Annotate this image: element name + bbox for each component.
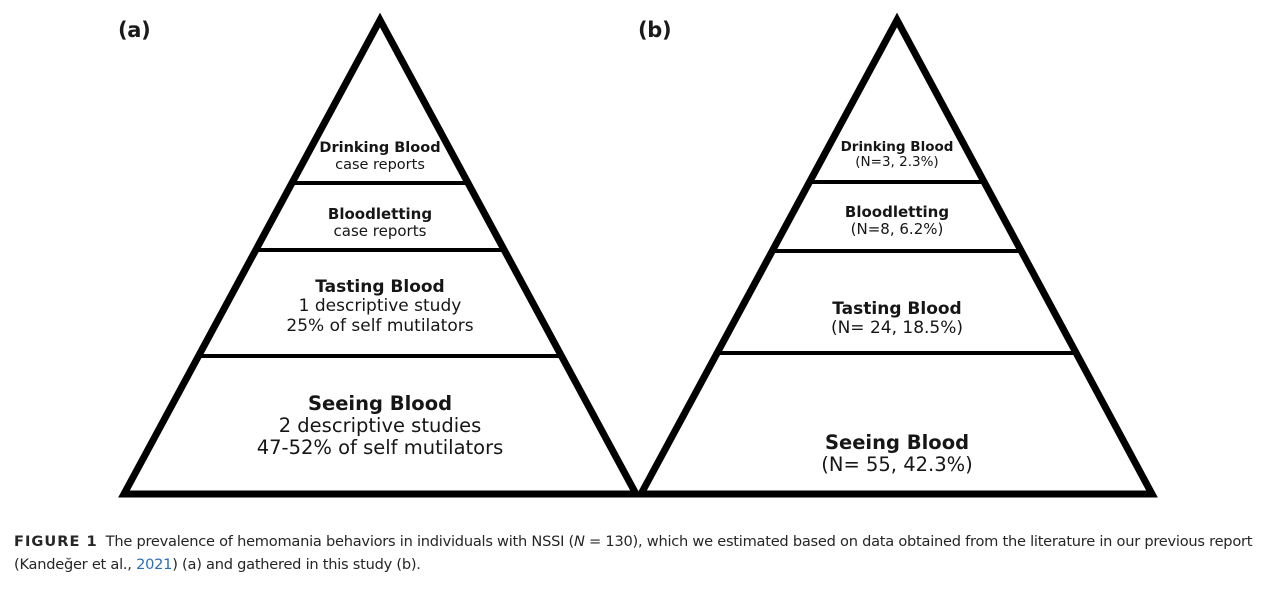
tier-subline: (N=8, 6.2%)	[850, 220, 944, 239]
tier-subline: (N= 24, 18.5%)	[830, 318, 964, 339]
tier-title: Seeing Blood	[307, 392, 453, 415]
tier-subline: (N= 55, 42.3%)	[821, 453, 973, 477]
figure-caption-text-1: The prevalence of hemomania behaviors in…	[105, 533, 575, 550]
pyramid-b-tier-drinking-blood: Drinking Blood (N=3, 2.3%)	[767, 139, 1027, 171]
figure-caption-text-2: = 130), which we estimated based on data…	[14, 533, 1253, 574]
figure-caption-label: FIGURE 1	[14, 533, 98, 550]
figure-caption-italic-n: N	[574, 533, 585, 550]
pyramid-b-tier-tasting-blood: Tasting Blood (N= 24, 18.5%)	[707, 299, 1087, 339]
tier-title: Drinking Blood	[840, 139, 954, 155]
figure-graphic: (a) (b) Drinking Blood case reports Bloo…	[118, 12, 1158, 498]
tier-subline: (N=3, 2.3%)	[855, 154, 939, 171]
tier-subline: case reports	[333, 222, 427, 241]
pyramid-a-tier-drinking-blood: Drinking Blood case reports	[250, 140, 510, 173]
tier-title: Bloodletting	[327, 205, 433, 223]
pyramids-svg	[118, 12, 1158, 498]
tier-title: Tasting Blood	[832, 299, 962, 319]
pyramid-a-outline	[118, 12, 642, 498]
panel-label-b: (b)	[638, 18, 672, 42]
pyramid-a-tier-seeing-blood: Seeing Blood 2 descriptive studies 47-52…	[150, 392, 610, 460]
figure-caption-text-3: ) (a) and gathered in this study (b).	[172, 556, 421, 574]
pyramid-b-tier-bloodletting: Bloodletting (N=8, 6.2%)	[747, 203, 1047, 239]
tier-subline: 25% of self mutilators	[286, 315, 474, 336]
tier-subline: 2 descriptive studies	[278, 414, 482, 438]
tier-title: Bloodletting	[844, 203, 950, 221]
figure-caption: FIGURE 1 The prevalence of hemomania beha…	[14, 530, 1272, 576]
tier-subline: case reports	[335, 156, 425, 173]
pyramid-a-tier-bloodletting: Bloodletting case reports	[230, 205, 530, 241]
figure-caption-citation-link[interactable]: 2021	[136, 556, 173, 574]
tier-title: Tasting Blood	[315, 277, 445, 297]
tier-title: Drinking Blood	[319, 140, 441, 156]
tier-subline: 47-52% of self mutilators	[256, 436, 504, 460]
tier-subline: 1 descriptive study	[298, 296, 462, 317]
pyramid-b-outline	[635, 12, 1158, 498]
panel-label-a: (a)	[118, 18, 151, 42]
tier-title: Seeing Blood	[824, 431, 970, 454]
pyramid-b-tier-seeing-blood: Seeing Blood (N= 55, 42.3%)	[667, 431, 1127, 477]
pyramid-a-tier-tasting-blood: Tasting Blood 1 descriptive study 25% of…	[190, 277, 570, 336]
